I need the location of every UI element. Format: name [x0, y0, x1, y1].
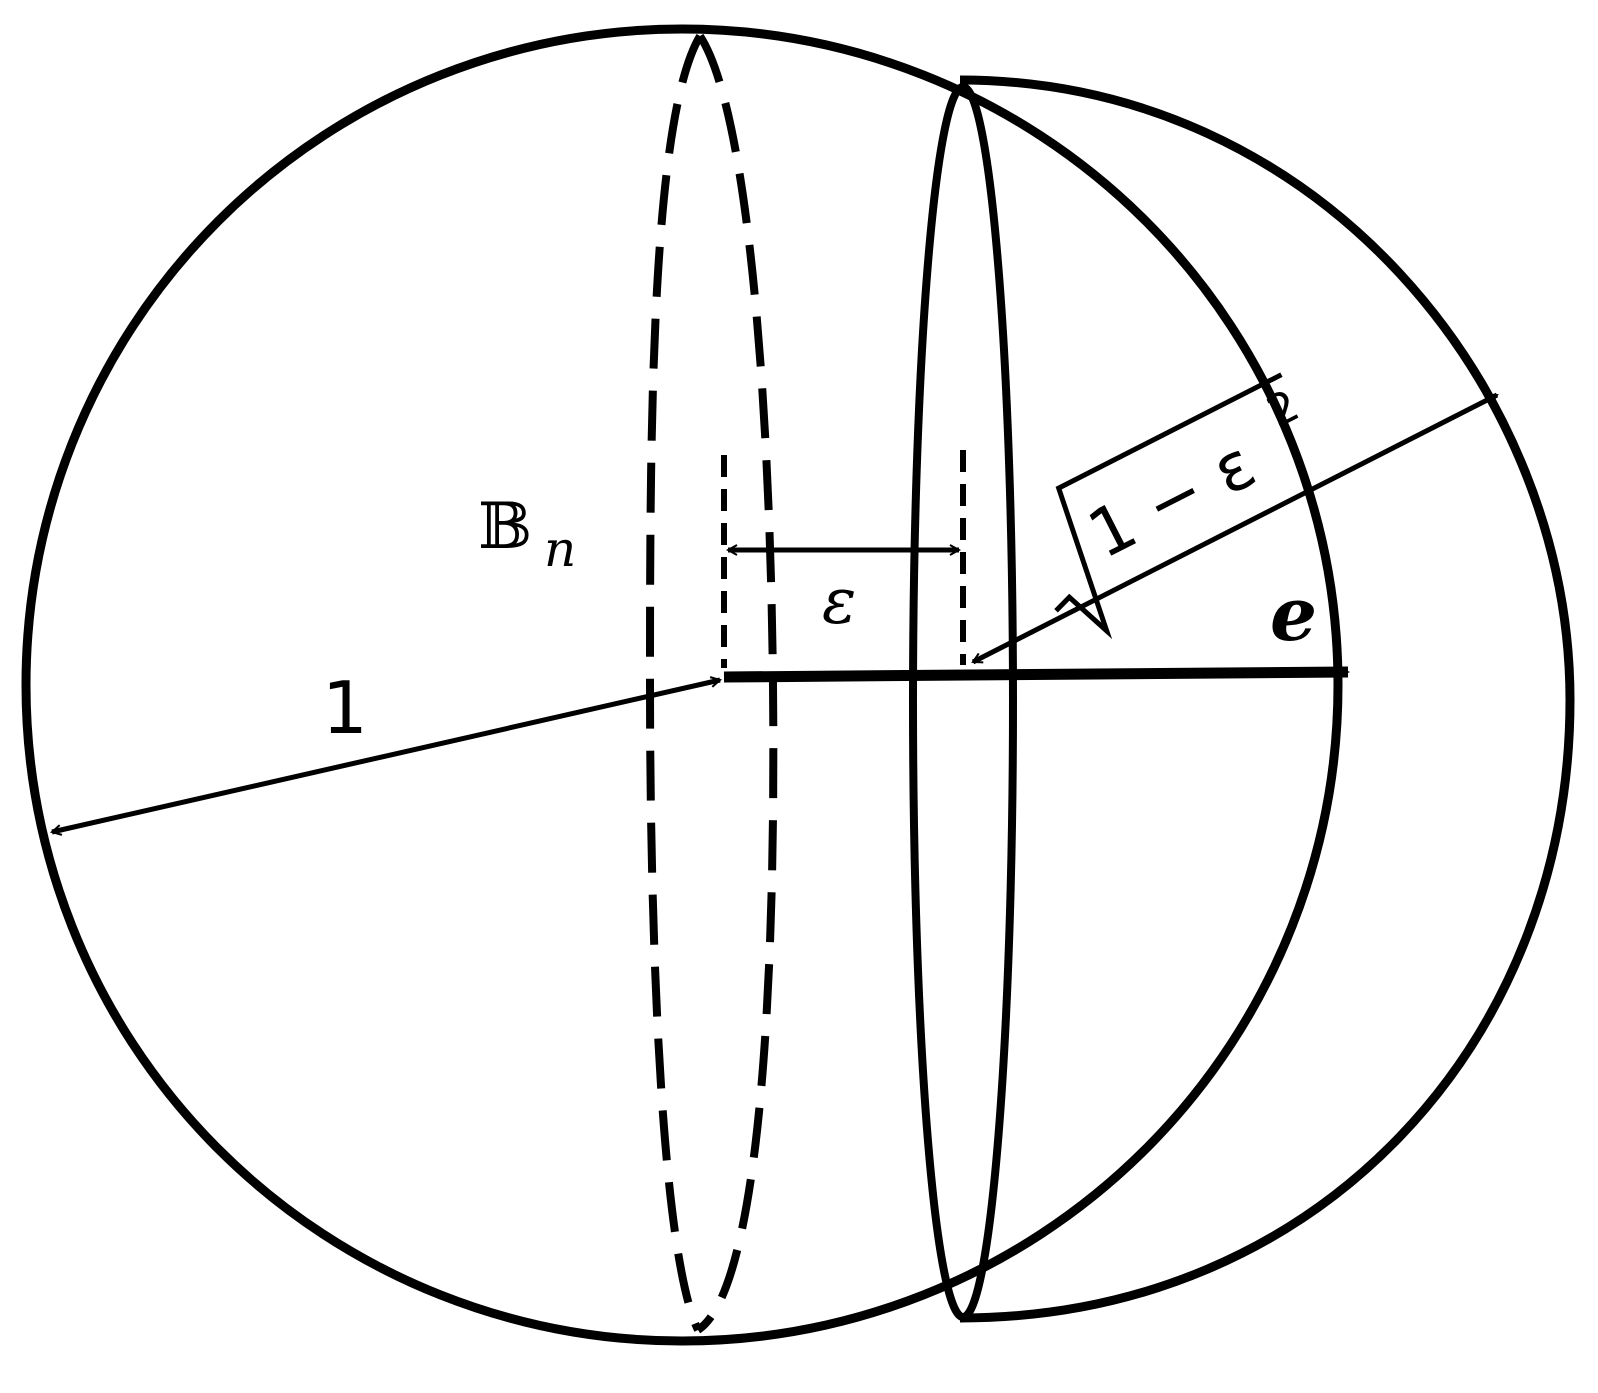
ball-subscript: n — [544, 520, 576, 578]
sqrt-radical-sign — [1054, 372, 1283, 640]
sqrt-term-label: 1 − ε — [1076, 426, 1267, 574]
cap-boundary-ellipse — [909, 83, 1017, 1321]
cap-outer-arc — [959, 75, 1575, 1323]
epsilon-label: ε — [822, 565, 856, 639]
radius-label: 1 — [322, 666, 368, 750]
unit-ball-outline — [21, 24, 1343, 1346]
sqrt-exponent-label: 2 — [1259, 380, 1307, 438]
ball-label: 𝔹 — [478, 490, 532, 564]
vector-e-label: e — [1270, 572, 1317, 658]
hidden-equator-dashed — [645, 33, 704, 1332]
hidden-equator-dashed-back — [695, 33, 778, 1334]
cap-radius-arrow — [973, 392, 1497, 665]
radius-arrow — [52, 680, 720, 832]
vector-e-arrow — [723, 665, 1350, 683]
